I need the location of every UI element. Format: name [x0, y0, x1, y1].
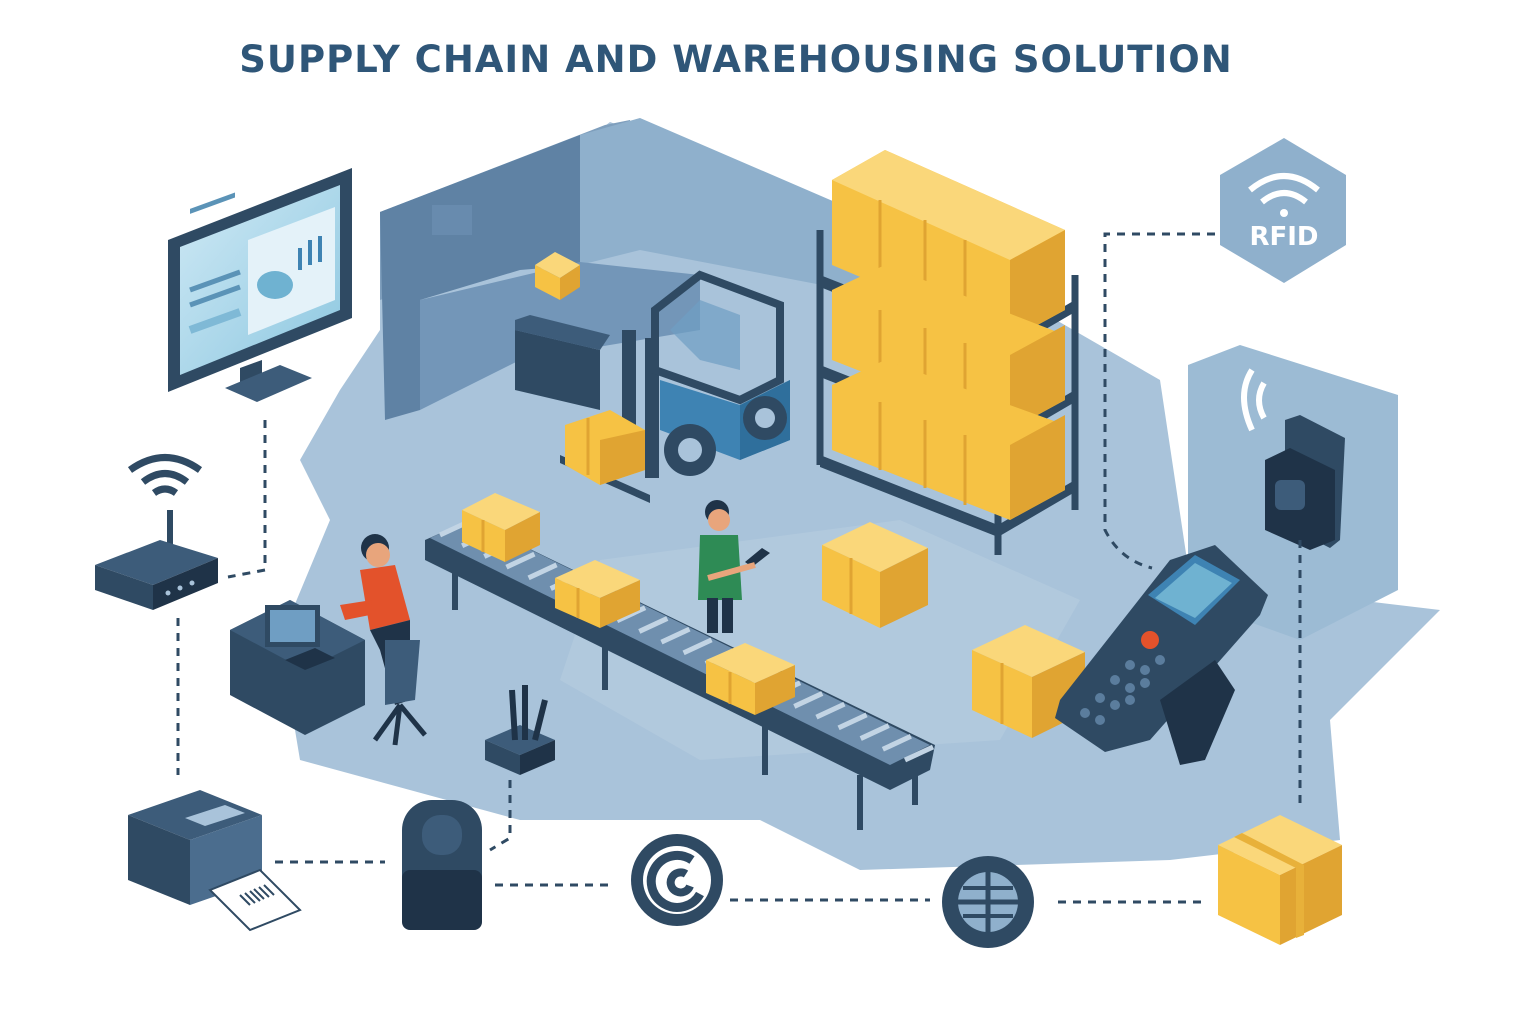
shelf-boxes-top [832, 150, 1065, 340]
conveyor-box-2 [555, 560, 640, 628]
conveyor-roller [616, 605, 647, 623]
barcode-label-icon [208, 868, 302, 932]
shelf-boxes-bottom [832, 360, 1065, 520]
wifi-router-icon [95, 454, 218, 610]
conveyor-roller [505, 551, 536, 570]
package-box-icon [1218, 815, 1342, 945]
worker-desk-icon [230, 534, 427, 746]
rfid-reader-icon [1241, 368, 1345, 550]
conveyor-roller [859, 723, 890, 741]
globe-network-icon [942, 856, 1034, 948]
conveyor-box-1 [462, 493, 540, 562]
scanner-stand-icon [485, 685, 555, 775]
package-box-wall [535, 252, 580, 300]
page-title: SUPPLY CHAIN AND WAREHOUSING SOLUTION [239, 38, 1233, 81]
conveyor-roller [881, 734, 912, 752]
barcode-scanner-icon [402, 800, 482, 930]
conveyor-roller [815, 701, 846, 720]
conveyor-box-3 [706, 643, 795, 715]
handheld-terminal-icon [1055, 545, 1268, 765]
package-box-floor-1 [822, 522, 928, 628]
conveyor-roller [660, 626, 691, 645]
network-connectors [176, 232, 1302, 904]
conveyor-roller [793, 691, 824, 709]
conveyor-roller [903, 744, 935, 763]
conveyor-roller [527, 562, 558, 581]
conveyor-roller [638, 616, 669, 634]
worker-tablet-icon [698, 500, 770, 633]
rfid-badge-label: RFID [1249, 222, 1319, 252]
storage-rack-icon [816, 150, 1079, 555]
signal-button-icon [631, 834, 723, 926]
forklift-icon [515, 270, 790, 503]
rfid-badge-icon [1220, 138, 1346, 283]
conveyor-roller [682, 637, 713, 656]
monitor-icon [168, 168, 352, 402]
conveyor-roller [837, 712, 868, 731]
